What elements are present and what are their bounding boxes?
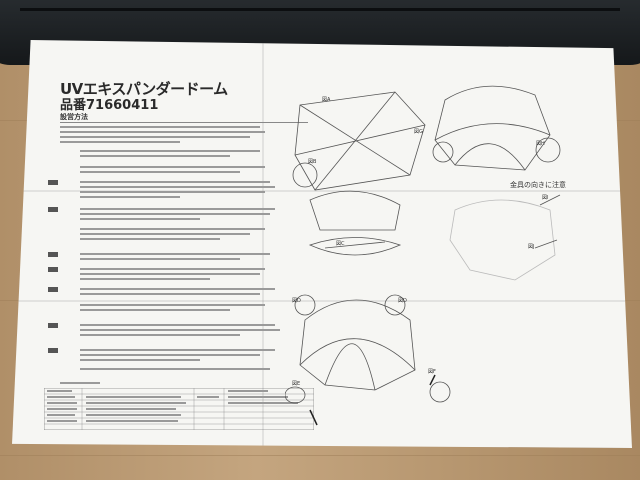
figure-b-pole-drawing xyxy=(309,190,401,231)
metal-fitting-note: 金具の向きに注意 xyxy=(510,181,566,189)
assembly-diagrams xyxy=(285,85,561,426)
detail-circle-b xyxy=(292,162,318,188)
figure-label-g: 図G xyxy=(414,129,423,135)
detail-circle-d-left xyxy=(294,294,316,316)
detail-circle-d-right xyxy=(384,294,406,316)
figure-label-j: 図J xyxy=(528,244,535,250)
dome-tent-drawing-bottom xyxy=(299,299,416,391)
instruction-sheet xyxy=(12,40,632,448)
figure-label-i: 図I xyxy=(542,195,549,201)
paper-crease xyxy=(262,40,264,448)
product-title: UVエキスパンダードーム xyxy=(60,80,228,98)
spec-table xyxy=(44,388,314,430)
figure-label-h: 図H xyxy=(536,141,545,147)
bag-zipper xyxy=(20,8,620,11)
detail-circle-f xyxy=(429,381,451,403)
product-number: 品番71660411 xyxy=(60,98,159,113)
figure-label-e: 図E xyxy=(292,381,301,387)
section-heading: 設営方法 xyxy=(60,112,308,123)
figure-a-frame-drawing xyxy=(294,91,426,191)
figure-label-b: 図B xyxy=(308,159,317,165)
dome-tent-faint-drawing xyxy=(449,199,556,281)
detail-circle-e xyxy=(285,386,306,404)
dome-tent-drawing-top xyxy=(434,85,551,171)
figure-label-d-left: 図D xyxy=(292,298,301,304)
detail-circle-h xyxy=(535,137,561,163)
figure-label-f: 図F xyxy=(428,369,436,375)
figure-label-d-right: 図D xyxy=(398,298,407,304)
figure-label-c: 図C xyxy=(336,241,345,247)
figure-c-drawing xyxy=(308,237,402,256)
paper-crease xyxy=(12,300,632,302)
floor-seam xyxy=(0,455,640,456)
paper-crease xyxy=(12,190,632,192)
figure-label-a: 図A xyxy=(322,97,331,103)
detail-circle-g xyxy=(432,141,454,163)
